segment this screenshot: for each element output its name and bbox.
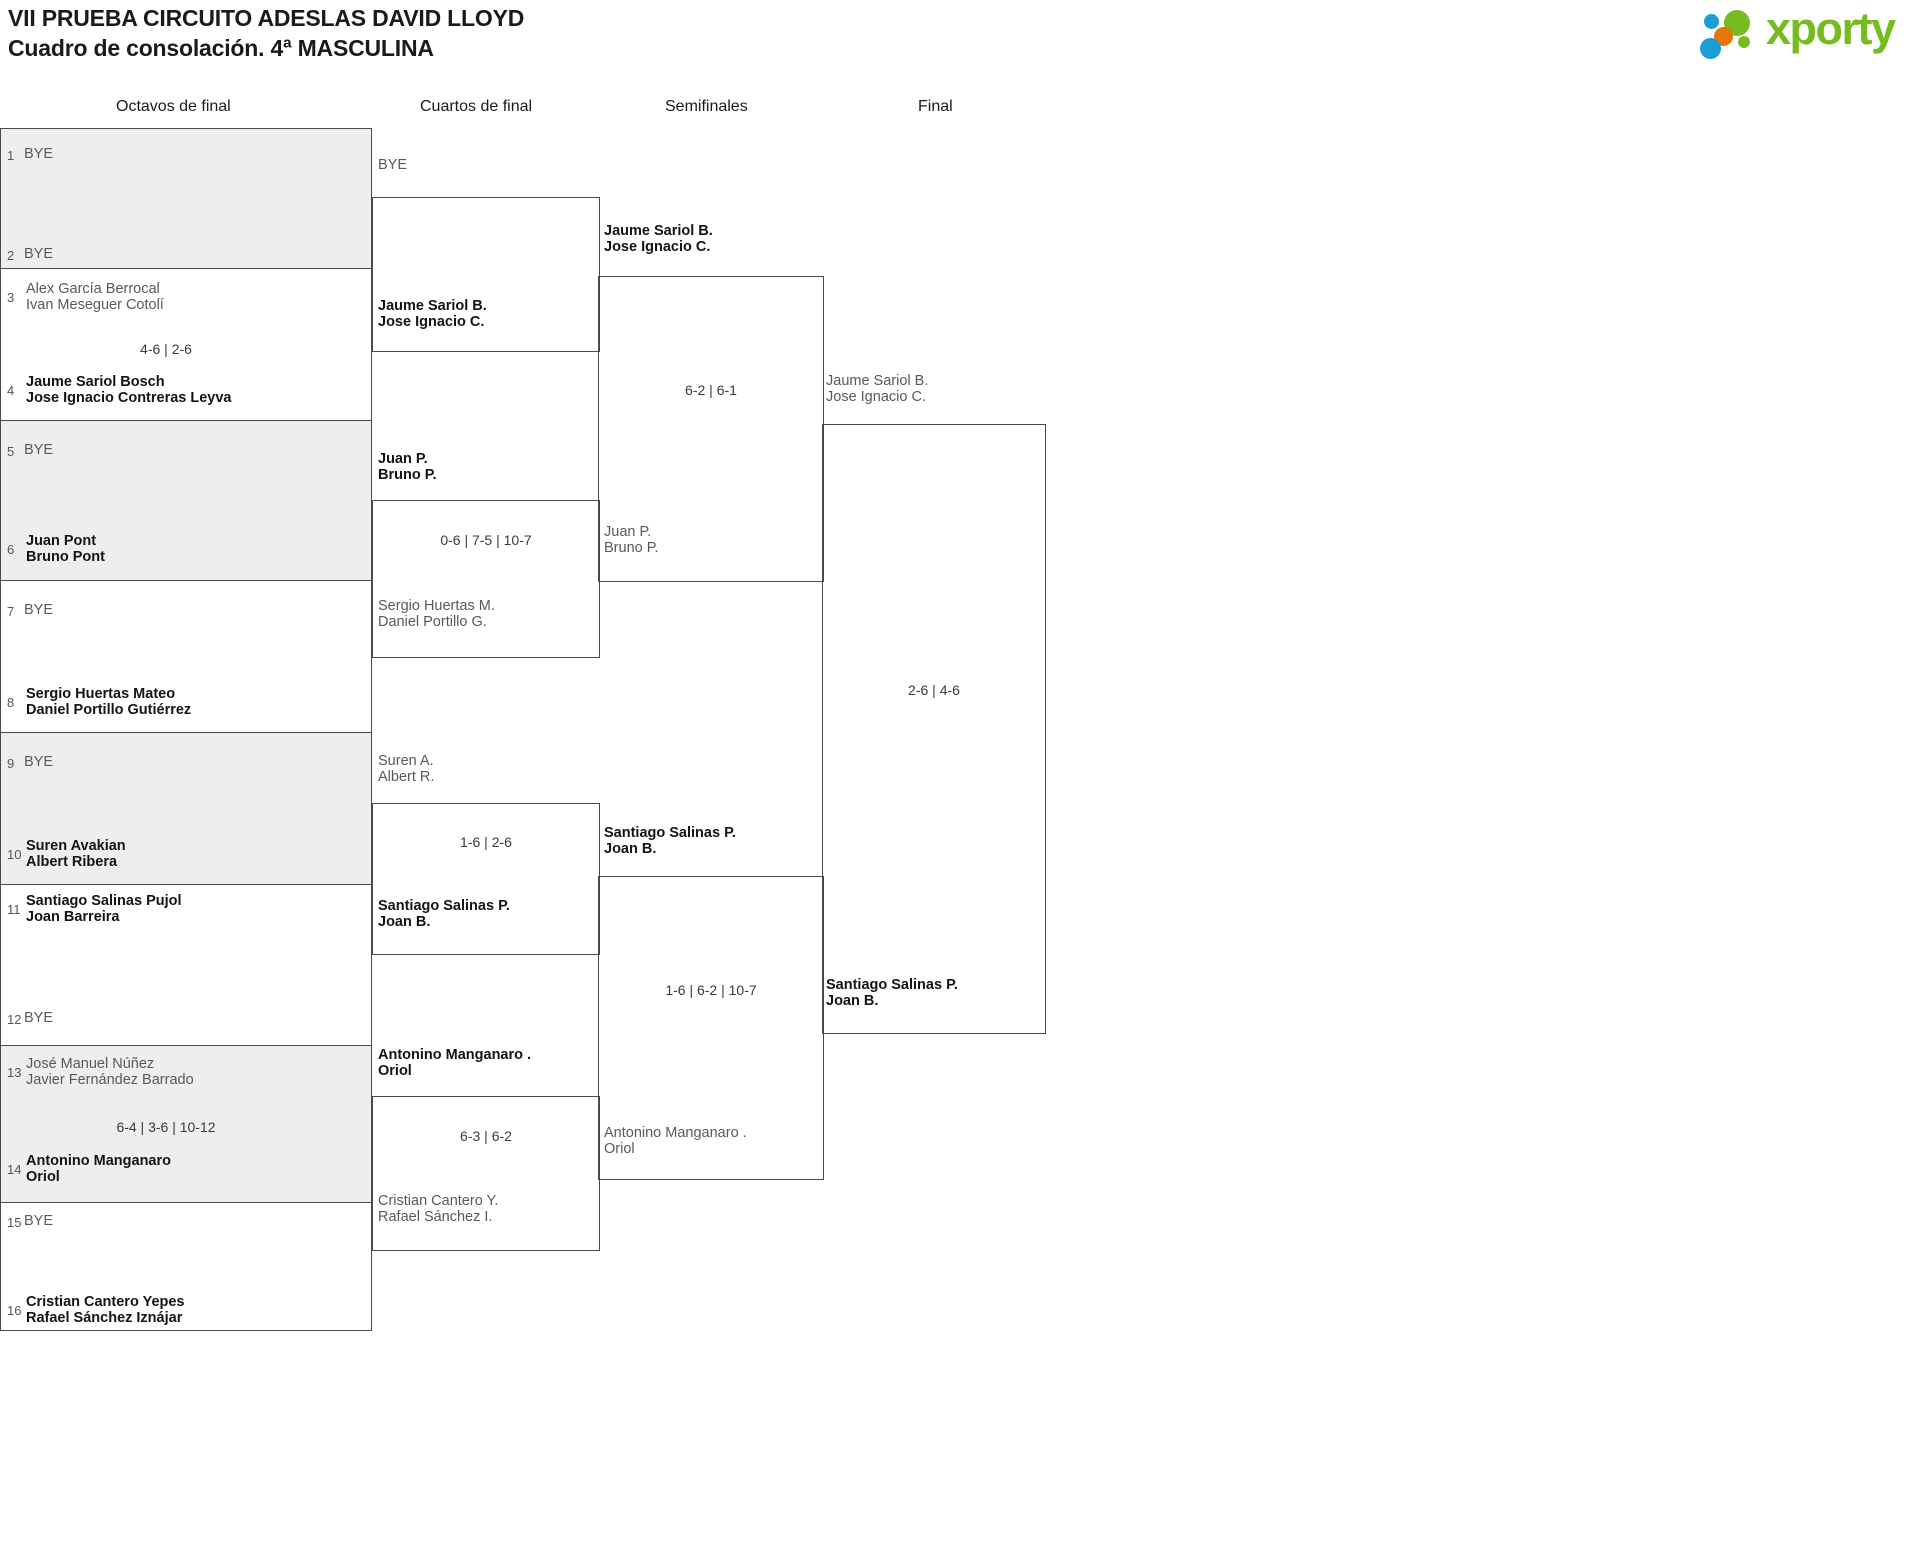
r4-finalist-team: Jaume Sariol B. Jose Ignacio C.: [826, 373, 929, 406]
team-entry: BYE: [24, 442, 54, 458]
seed-number: 11: [7, 902, 21, 917]
r2-advancing-team: Cristian Cantero Y. Rafael Sánchez I.: [378, 1193, 499, 1226]
seed-number: 8: [7, 695, 15, 710]
r3-connector-box: [598, 876, 824, 1180]
r3-connector-box: [598, 276, 824, 582]
team-entry: BYE: [24, 146, 54, 162]
r2-connector-box: [372, 1096, 600, 1251]
team-entry: BYE: [24, 754, 54, 770]
team-entry: Alex García Berrocal Ivan Meseguer Cotol…: [26, 281, 164, 314]
logo-dots-icon: [1700, 10, 1764, 59]
r3-advancing-team: Juan P. Bruno P.: [604, 524, 659, 557]
seed-number: 4: [7, 383, 15, 398]
r2-advancing-team: Juan P. Bruno P.: [378, 451, 437, 484]
team-entry: Jaume Sariol Bosch Jose Ignacio Contrera…: [26, 374, 232, 407]
round-header-semifinales: Semifinales: [665, 98, 748, 115]
team-entry: Suren Avakian Albert Ribera: [26, 838, 126, 871]
seed-number: 1: [7, 148, 15, 163]
match-score: 4-6 | 2-6: [140, 341, 192, 357]
match-score: 6-3 | 6-2: [460, 1128, 512, 1144]
xporty-logo: xporty: [1700, 3, 1910, 60]
r2-advancing-team: Jaume Sariol B. Jose Ignacio C.: [378, 298, 487, 331]
r2-connector-box: [372, 500, 600, 658]
r2-advancing-team: BYE: [378, 157, 408, 173]
seed-number: 12: [7, 1012, 22, 1027]
bracket-subtitle: Cuadro de consolación. 4ª MASCULINA: [8, 34, 434, 61]
seed-number: 13: [7, 1065, 22, 1080]
r1-match-block[interactable]: 5 BYE 6 Juan Pont Bruno Pont: [0, 420, 372, 580]
seed-number: 15: [7, 1215, 22, 1230]
r1-match-block[interactable]: 7 BYE 8 Sergio Huertas Mateo Daniel Port…: [0, 580, 372, 732]
match-score: 0-6 | 7-5 | 10-7: [440, 532, 532, 548]
r3-advancing-team: Jaume Sariol B. Jose Ignacio C.: [604, 223, 713, 256]
team-entry: Juan Pont Bruno Pont: [26, 533, 105, 566]
r2-connector-box: [372, 803, 600, 955]
r3-advancing-team: Antonino Manganaro . Oriol: [604, 1125, 747, 1158]
round-header-octavos: Octavos de final: [116, 98, 231, 115]
team-entry: BYE: [24, 1213, 54, 1229]
r4-connector-box: [822, 424, 1046, 1034]
r1-match-block[interactable]: 9 BYE 10 Suren Avakian Albert Ribera: [0, 732, 372, 884]
seed-number: 2: [7, 248, 15, 263]
team-entry: BYE: [24, 246, 54, 262]
match-score: 6-4 | 3-6 | 10-12: [116, 1119, 216, 1135]
r3-advancing-team: Santiago Salinas P. Joan B.: [604, 825, 736, 858]
team-entry: BYE: [24, 602, 54, 618]
team-entry: Sergio Huertas Mateo Daniel Portillo Gut…: [26, 686, 192, 719]
team-entry: Cristian Cantero Yepes Rafael Sánchez Iz…: [26, 1294, 185, 1327]
r2-advancing-team: Suren A. Albert R.: [378, 753, 435, 786]
seed-number: 5: [7, 444, 15, 459]
r1-match-block[interactable]: 11 Santiago Salinas Pujol Joan Barreira …: [0, 884, 372, 1045]
team-entry: BYE: [24, 1010, 54, 1026]
logo-dot-blue-top: [1704, 14, 1719, 29]
team-entry: José Manuel Núñez Javier Fernández Barra…: [26, 1056, 194, 1089]
seed-number: 16: [7, 1303, 22, 1318]
seed-number: 7: [7, 604, 15, 619]
r2-advancing-team: Antonino Manganaro . Oriol: [378, 1047, 532, 1080]
tournament-name: VII PRUEBA CIRCUITO ADESLAS DAVID LLOYD: [8, 5, 525, 31]
match-score: 2-6 | 4-6: [908, 682, 960, 698]
team-entry: Santiago Salinas Pujol Joan Barreira: [26, 893, 182, 926]
team-entry: Antonino Manganaro Oriol: [26, 1153, 171, 1186]
seed-number: 9: [7, 756, 15, 771]
r2-advancing-team: Sergio Huertas M. Daniel Portillo G.: [378, 598, 495, 631]
r1-match-block[interactable]: 13 José Manuel Núñez Javier Fernández Ba…: [0, 1045, 372, 1202]
r2-connector-box: [372, 197, 600, 352]
match-score: 6-2 | 6-1: [685, 382, 737, 398]
logo-dot-green-small: [1738, 36, 1750, 48]
r4-champion-team: Santiago Salinas P. Joan B.: [826, 977, 958, 1010]
logo-dot-blue-bottom: [1700, 38, 1721, 59]
logo-wordmark: xporty: [1766, 3, 1896, 54]
match-score: 1-6 | 2-6: [460, 834, 512, 850]
r2-advancing-team: Santiago Salinas P. Joan B.: [378, 898, 510, 931]
seed-number: 10: [7, 847, 22, 862]
r1-match-block[interactable]: 1 BYE 2 BYE: [0, 128, 372, 268]
match-score: 1-6 | 6-2 | 10-7: [665, 982, 757, 998]
r1-match-block[interactable]: 3 Alex García Berrocal Ivan Meseguer Cot…: [0, 268, 372, 420]
seed-number: 6: [7, 542, 15, 557]
seed-number: 3: [7, 290, 15, 305]
page-title: VII PRUEBA CIRCUITO ADESLAS DAVID LLOYD …: [8, 4, 1108, 64]
round-header-final: Final: [918, 98, 953, 115]
seed-number: 14: [7, 1162, 22, 1177]
r1-match-block[interactable]: 15 BYE 16 Cristian Cantero Yepes Rafael …: [0, 1202, 372, 1331]
round-header-cuartos: Cuartos de final: [420, 98, 533, 115]
